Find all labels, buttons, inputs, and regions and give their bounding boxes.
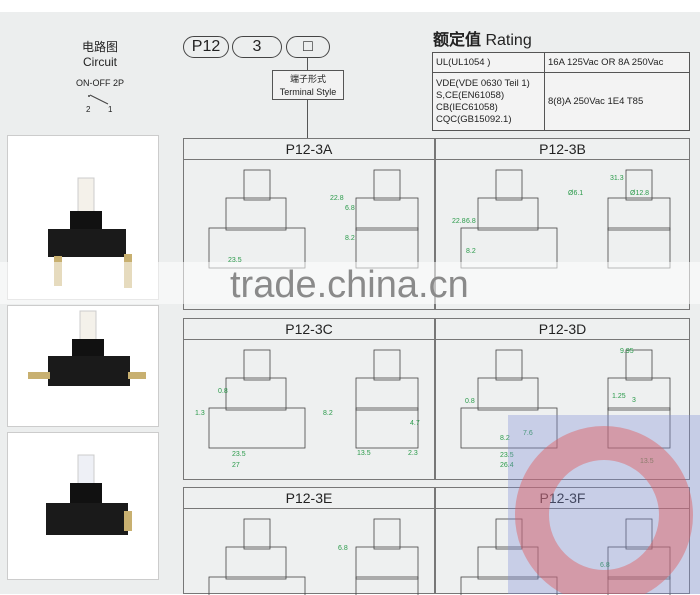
dimension-label: 9.95	[620, 348, 634, 355]
watermark-text: trade.china.cn	[230, 264, 469, 306]
dimension-label: 0.8	[218, 388, 228, 395]
table-row: UL(UL1054 )16A 125Vac OR 8A 250Vac	[432, 52, 690, 73]
dimension-label: 8.2	[323, 410, 333, 417]
dimension-label: 1.3	[195, 410, 205, 417]
dimension-label: 6.8	[600, 562, 610, 569]
panel-title: P12-3D	[436, 319, 689, 340]
dimension-label: 0.8	[465, 398, 475, 405]
dimension-label: 23.5	[228, 257, 242, 264]
dimension-label: 1.25	[612, 393, 626, 400]
switch-photo-image	[46, 454, 132, 535]
dimension-label: 23.5	[232, 451, 246, 458]
circuit-title-cn: 电路图	[81, 40, 118, 54]
rating-heading: 额定值 Rating	[433, 32, 532, 49]
pin-2: 2	[86, 105, 91, 114]
dimension-label: 2.3	[408, 450, 418, 457]
product-photo-c	[7, 305, 159, 427]
dimension-label: 27	[232, 462, 240, 469]
panel-title: P12-3F	[436, 488, 689, 509]
dimension-label: 7.6	[523, 430, 533, 437]
dimension-label: 3	[632, 397, 636, 404]
dimension-label: 6.8	[338, 545, 348, 552]
switch-symbol-icon	[88, 94, 109, 105]
pin-1: 1	[108, 105, 113, 114]
dimension-label: 8.2	[345, 235, 355, 242]
drawing-panel-p12-3e: P12-3E	[183, 487, 435, 595]
terminal-label-en: Terminal Style	[279, 87, 337, 97]
dimension-label: 13.5	[357, 450, 371, 457]
panel-title: P12-3B	[436, 139, 689, 160]
dimension-label: 8.2	[466, 248, 476, 255]
terminal-style-box: 端子形式 Terminal Style	[272, 70, 344, 100]
dimension-label: 13.5	[640, 458, 654, 465]
circuit-type: ON-OFF 2P	[75, 78, 124, 88]
circuit-title-en: Circuit	[82, 55, 117, 69]
code-number: 3	[232, 36, 282, 58]
dimension-label: Ø12.8	[630, 190, 650, 197]
technical-drawing	[208, 349, 419, 449]
terminal-label-cn: 端子形式	[289, 74, 326, 84]
code-series: P12	[183, 36, 229, 58]
panel-title: P12-3E	[184, 488, 434, 509]
code-suffix: □	[286, 36, 330, 58]
dimension-label: 6.8	[466, 218, 476, 225]
dimension-label: 8.2	[500, 435, 510, 442]
product-photo-e	[7, 432, 159, 580]
drawing-panel-p12-3f: P12-3F	[435, 487, 690, 595]
dimension-label: 31.3	[610, 175, 624, 182]
panel-title: P12-3C	[184, 319, 434, 340]
panel-title: P12-3A	[184, 139, 434, 160]
drawing-panel-p12-3d: P12-3D	[435, 318, 690, 480]
technical-drawing	[460, 349, 671, 449]
circuit-heading: 电路图 Circuit	[60, 40, 140, 70]
drawing-panel-p12-3c: P12-3C	[183, 318, 435, 480]
dimension-label: Ø6.1	[568, 190, 584, 197]
dimension-label: 26.4	[500, 462, 514, 469]
dimension-label: 22.8	[330, 195, 344, 202]
table-row: VDE(VDE 0630 Teil 1)S,CE(EN61058)CB(IEC6…	[432, 72, 690, 131]
rating-table: UL(UL1054 )16A 125Vac OR 8A 250Vac VDE(V…	[432, 52, 690, 131]
switch-photo-image	[28, 310, 146, 386]
dimension-label: 23.5	[500, 452, 514, 459]
watermark-band	[0, 262, 700, 304]
technical-drawing	[208, 518, 419, 595]
dimension-label: 4.7	[410, 420, 420, 427]
logo-watermark-icon	[508, 415, 700, 594]
dimension-label: 6.8	[345, 205, 355, 212]
dimension-label: 22.8	[452, 218, 466, 225]
technical-drawing	[460, 518, 671, 595]
